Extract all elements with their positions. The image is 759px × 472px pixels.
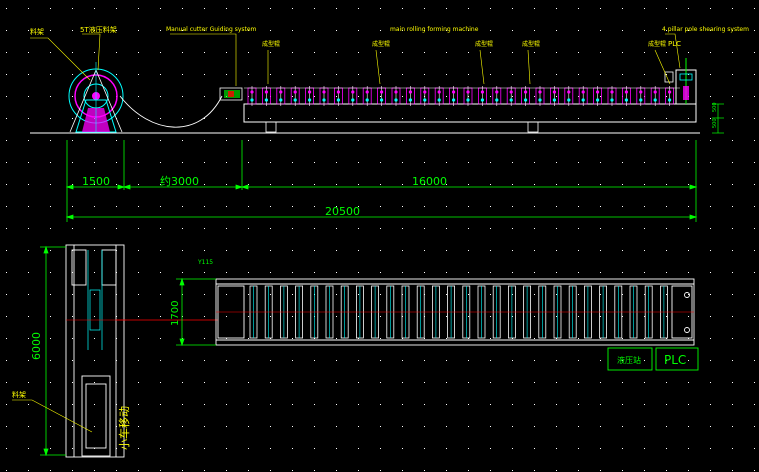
label-side-rack: 料架 bbox=[12, 390, 26, 399]
rolling-machine bbox=[243, 86, 697, 133]
height-dim-2: 500 bbox=[712, 118, 718, 128]
roller-stands bbox=[247, 86, 674, 106]
dim-3000: 约3000 bbox=[160, 175, 199, 188]
label-material-rack: 料架 bbox=[30, 27, 44, 36]
label-roller-5: 成型辊 bbox=[648, 40, 666, 48]
label-roller-2: 成型辊 bbox=[372, 40, 390, 48]
height-dim-1: 500 bbox=[712, 102, 718, 112]
side-view: 6000 料架 小车移动 bbox=[12, 244, 218, 458]
label-cart-move: 小车移动 bbox=[117, 406, 131, 450]
shearing-system bbox=[664, 58, 697, 105]
dim-16000: 16000 bbox=[412, 175, 447, 188]
grid-dots bbox=[6, 8, 755, 471]
label-roller-3: 成型辊 bbox=[475, 40, 493, 48]
plan-code: Y115 bbox=[197, 259, 213, 266]
guiding-system bbox=[219, 87, 243, 101]
plan-view: 1700 Y115 液压站 PLC bbox=[170, 259, 699, 371]
length-dimensions bbox=[65, 140, 698, 222]
dim-20500: 20500 bbox=[325, 205, 360, 218]
label-guiding-system: Manual cutter Guiding system bbox=[166, 26, 257, 33]
dim-1500: 1500 bbox=[82, 175, 110, 188]
leader-lines bbox=[30, 33, 681, 86]
height-dimension bbox=[712, 103, 724, 134]
label-shearing: 4 pillar pole shearing system bbox=[662, 26, 749, 33]
elevation-view: 500 500 料架 5T液压料架 Manual cutter Guiding … bbox=[30, 25, 749, 222]
label-main-machine: main rolling forming machine bbox=[390, 26, 479, 33]
plc-box-label: PLC bbox=[664, 353, 686, 367]
dim-6000: 6000 bbox=[30, 332, 43, 360]
label-roller-4: 成型辊 bbox=[522, 40, 540, 48]
hydraulic-station-label: 液压站 bbox=[617, 355, 641, 365]
coil-strip bbox=[119, 95, 223, 128]
label-decoiler: 5T液压料架 bbox=[80, 25, 117, 34]
decoiler bbox=[68, 62, 124, 133]
dim-1700: 1700 bbox=[170, 301, 181, 326]
label-plc-top: PLC bbox=[668, 40, 681, 48]
label-roller-1: 成型辊 bbox=[262, 40, 280, 48]
